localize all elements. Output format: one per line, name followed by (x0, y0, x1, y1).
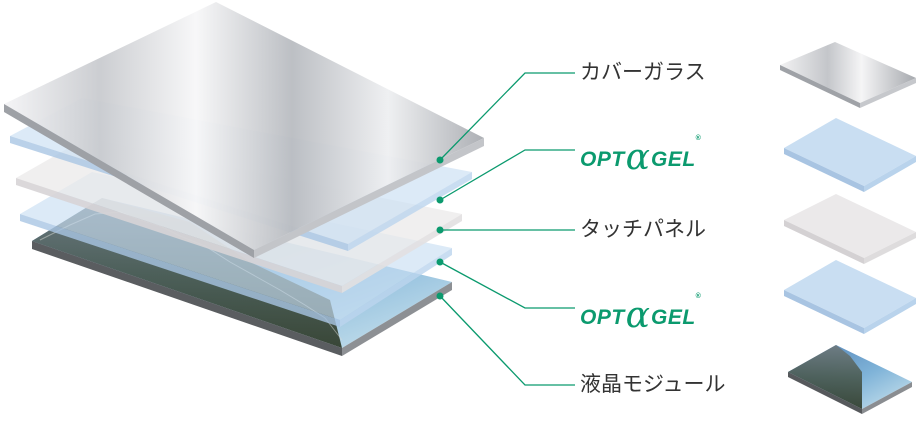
leader-dot-optagel-lower (436, 258, 444, 266)
leader-lines (439, 72, 575, 386)
label-lcd-module: 液晶モジュール (580, 372, 726, 396)
brand-prefix: OPT (580, 148, 625, 171)
brand-suffix: GEL (650, 306, 696, 329)
registered-mark: ® (695, 293, 701, 300)
brand-alpha-symbol: α (625, 295, 650, 336)
brand-prefix: OPT (580, 306, 625, 329)
registered-mark: ® (695, 135, 701, 142)
leader-dot-touch-panel (436, 226, 444, 234)
brand-suffix: GEL (650, 148, 696, 171)
thumbnail-touch-panel (784, 194, 916, 264)
leader-dot-cover-glass (436, 156, 444, 164)
cover-glass-layer (4, 2, 484, 258)
leader-dots (436, 156, 444, 300)
label-optagel-lower: OPTαGEL ® (580, 293, 701, 334)
label-cover-glass: カバーガラス (580, 60, 706, 84)
brand-alpha-symbol: α (625, 137, 650, 178)
thumbnail-optagel-lower (784, 260, 916, 334)
thumbnail-lcd-module (788, 345, 912, 414)
leader-dot-lcd-module (436, 292, 444, 300)
leader-dot-optagel-upper (436, 196, 444, 204)
thumbnails (780, 42, 916, 414)
thumbnail-cover-glass (780, 42, 916, 108)
label-touch-panel: タッチパネル (580, 217, 706, 241)
thumbnail-optagel-upper (784, 118, 916, 192)
label-optagel-upper: OPTαGEL ® (580, 135, 701, 176)
leader-line-cover-glass (439, 72, 575, 161)
leader-line-optagel-upper (439, 149, 575, 201)
stack-illustration (4, 2, 484, 356)
leader-line-lcd-module (439, 295, 575, 386)
leader-line-optagel-lower (439, 261, 575, 309)
